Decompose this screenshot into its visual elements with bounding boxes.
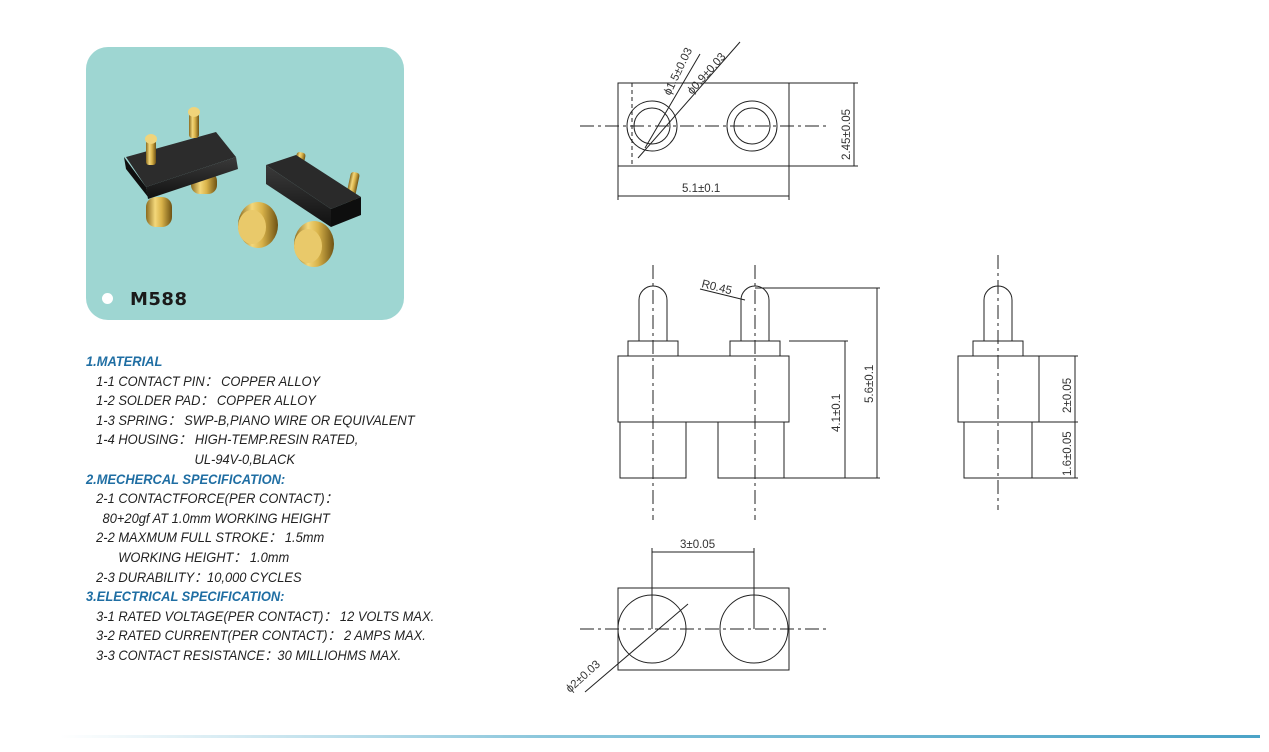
spec-line: 80+20gf AT 1.0mm WORKING HEIGHT: [102, 509, 330, 526]
dim-label: 2.45±0.05: [841, 109, 853, 160]
top-view: [580, 41, 858, 200]
front-view: [617, 265, 880, 520]
spec-line: 1-3 SPRING： SWP-B,PIANO WIRE OR EQUIVALE…: [96, 411, 415, 428]
spec-line: 3-2 RATED CURRENT(PER CONTACT)： 2 AMPS M…: [96, 627, 426, 644]
bottom-divider: [60, 735, 1260, 738]
product-photo: [124, 107, 361, 267]
dim-label: 4.1±0.1: [831, 394, 843, 432]
dim-label: 1.6±0.05: [1062, 431, 1074, 476]
spec-line: 2-3 DURABILITY：10,000 CYCLES: [96, 568, 302, 585]
dim-label: 2±0.05: [1062, 378, 1074, 413]
spec-line: 3-3 CONTACT RESISTANCE：30 MILLIOHMS MAX.: [96, 646, 402, 663]
model-bullet-icon: [102, 293, 113, 304]
dim-label: 5.1±0.1: [682, 183, 720, 195]
specifications: 1.MATERIAL 1-1 CONTACT PIN： COPPER ALLOY…: [86, 352, 472, 666]
model-label: M588: [130, 289, 188, 310]
bottom-view: [580, 548, 828, 693]
spec-line: WORKING HEIGHT： 1.0mm: [118, 548, 290, 565]
connector-upright: [124, 107, 238, 227]
product-photo-card: [86, 47, 404, 320]
dim-label: ϕ2±0.03: [564, 659, 603, 696]
spec-line: 2-2 MAXMUM FULL STROKE： 1.5mm: [96, 529, 325, 546]
spec-line: 1-4 HOUSING： HIGH-TEMP.RESIN RATED,: [96, 431, 359, 448]
spec-line: 1-2 SOLDER PAD： COPPER ALLOY: [96, 392, 316, 409]
spec-line: 2-1 CONTACTFORCE(PER CONTACT)：: [96, 490, 338, 507]
spec-line: UL-94V-0,BLACK: [194, 450, 296, 467]
spec-line: 1-1 CONTACT PIN： COPPER ALLOY: [96, 372, 321, 389]
technical-drawing: ϕ1.5±0.03 ϕ0.9±0.03 2.45±0.05 5.1±0.1 R0…: [564, 41, 1078, 696]
dim-label: 5.6±0.1: [864, 365, 876, 403]
section-heading-mechanical: 2.MECHERCAL SPECIFICATION:: [86, 470, 286, 487]
dim-label: R0.45: [700, 278, 733, 297]
connector-tilted: [238, 152, 361, 267]
spec-line: 3-1 RATED VOLTAGE(PER CONTACT)： 12 VOLTS…: [96, 607, 435, 624]
section-heading-electrical: 3.ELECTRICAL SPECIFICATION:: [86, 588, 285, 605]
side-view: [957, 255, 1078, 510]
section-heading-material: 1.MATERIAL: [86, 353, 163, 369]
dim-label: 3±0.05: [680, 539, 715, 551]
